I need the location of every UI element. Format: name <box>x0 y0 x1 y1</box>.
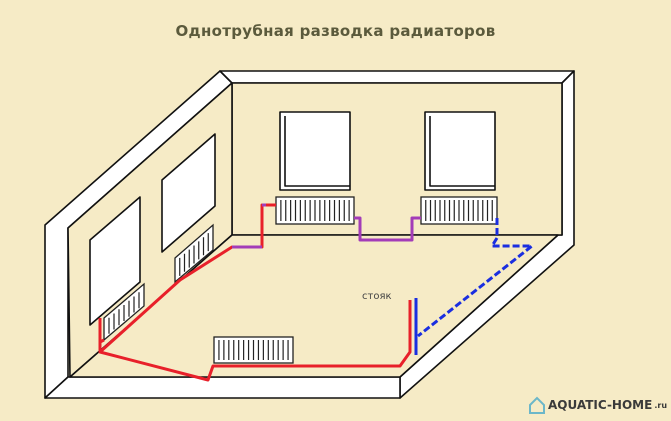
window <box>89 196 141 326</box>
riser-label: стояк <box>362 291 392 302</box>
transition-pipe <box>232 203 421 249</box>
window <box>424 111 496 191</box>
watermark-suffix: .ru <box>654 400 668 410</box>
watermark-text: AQUATIC-HOME <box>548 398 653 412</box>
back-wall-top <box>219 70 575 84</box>
house-drop-icon <box>529 396 545 414</box>
window <box>279 111 351 191</box>
return-pipe <box>417 218 534 338</box>
watermark: AQUATIC-HOME.ru <box>528 396 667 414</box>
window <box>161 133 216 253</box>
diagram-title: Однотрубная разводка радиаторов <box>175 22 496 40</box>
front-wall <box>44 376 401 399</box>
